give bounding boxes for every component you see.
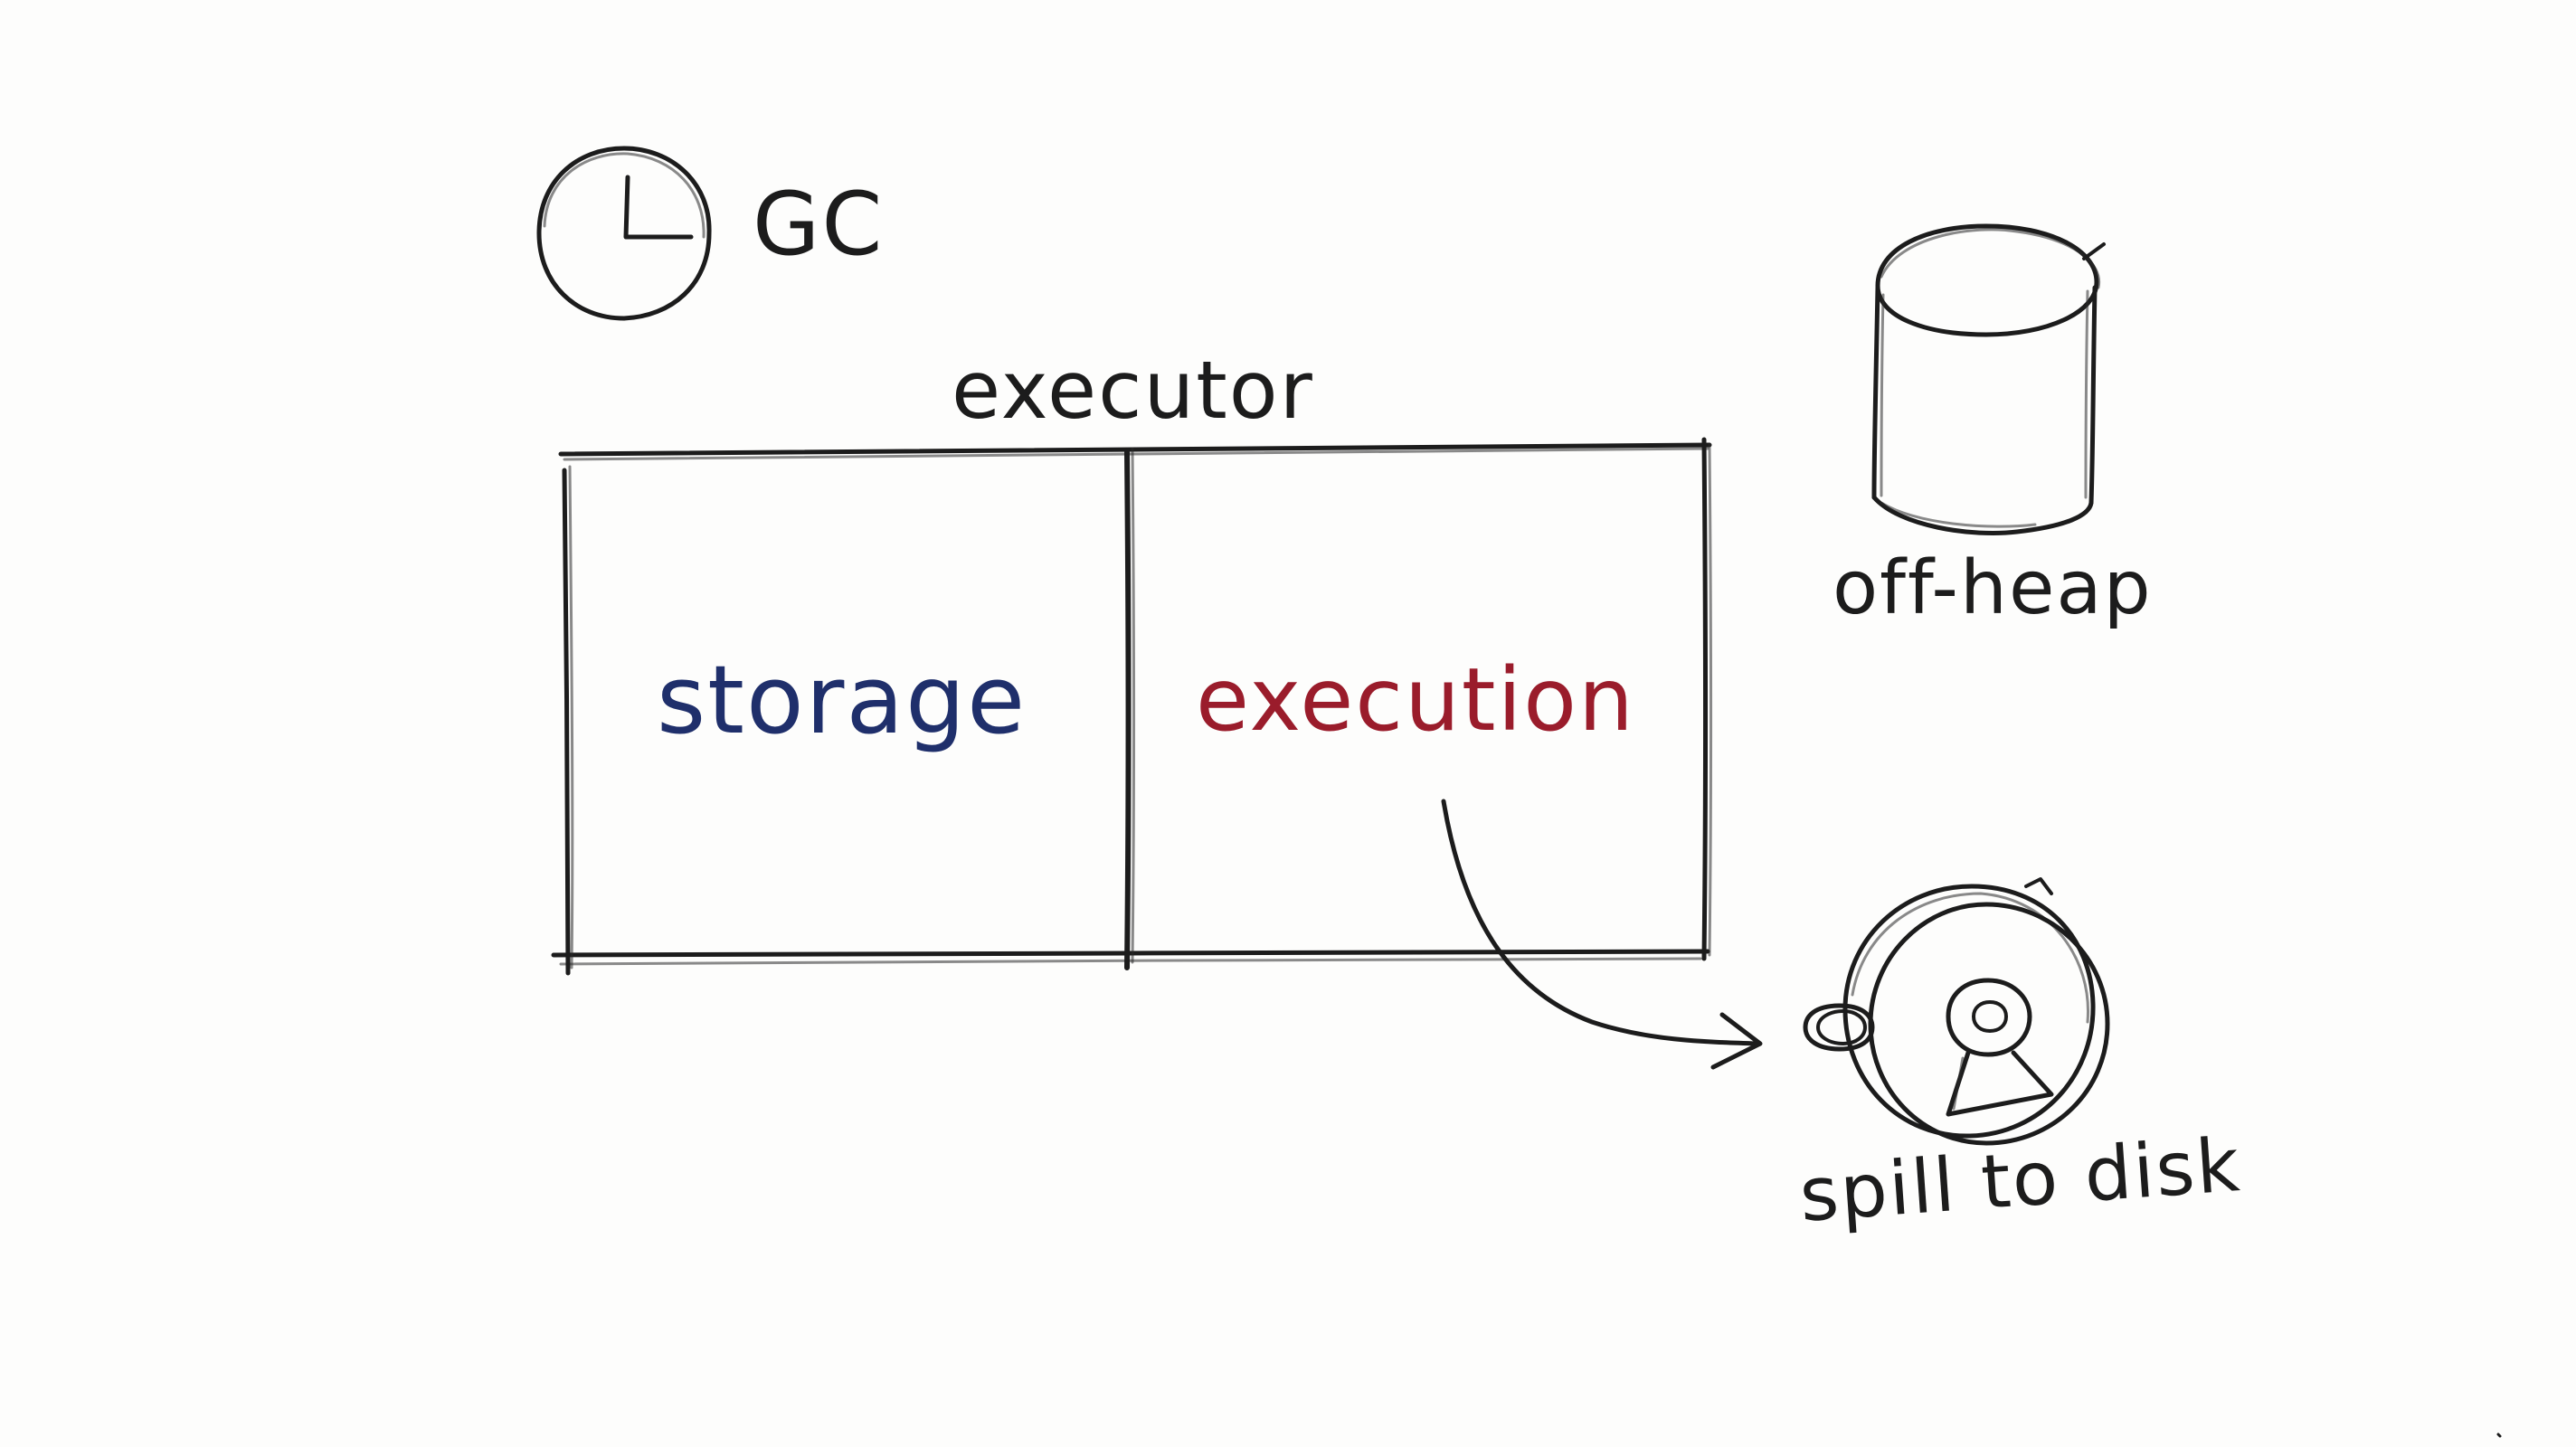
execution-region-label: execution (1196, 649, 1635, 751)
cylinder-icon (1871, 223, 2106, 535)
clock-icon (536, 146, 712, 321)
hard-disk-icon (1803, 877, 2110, 1146)
off-heap-label: off-heap (1833, 545, 2153, 631)
gc-label: GC (753, 174, 885, 275)
executor-box (551, 437, 1712, 976)
executor-title: executor (952, 344, 1314, 437)
storage-region-label: storage (657, 645, 1028, 755)
spill-arrow (1441, 799, 1763, 1070)
